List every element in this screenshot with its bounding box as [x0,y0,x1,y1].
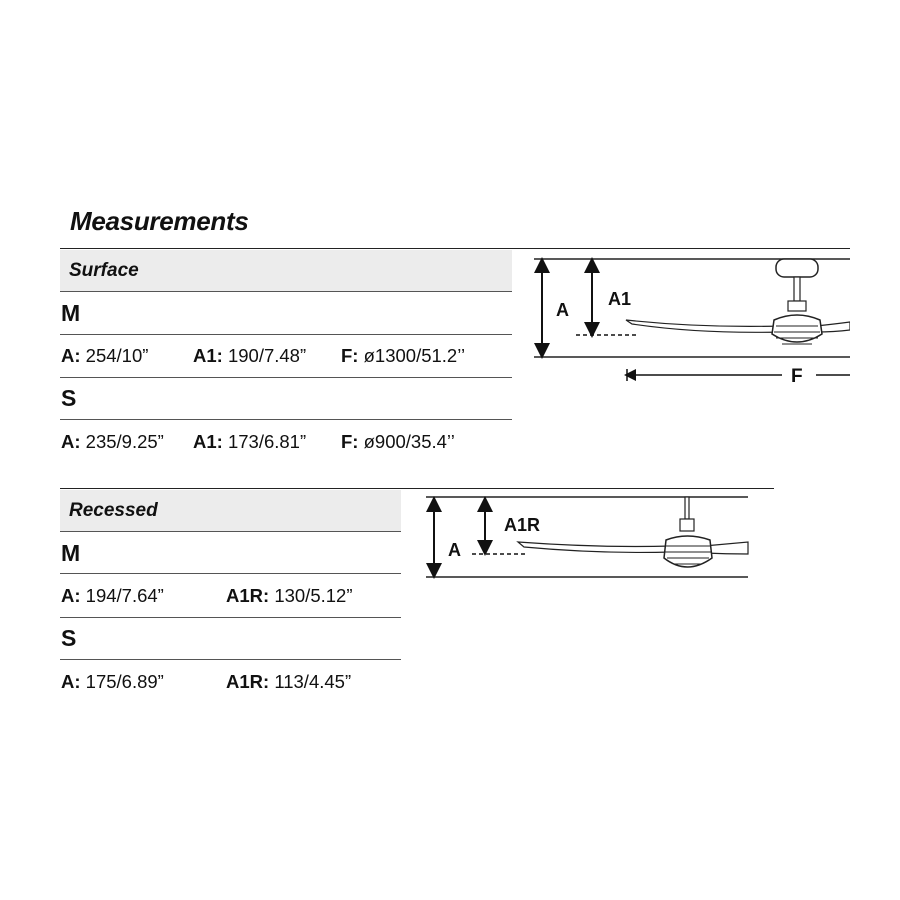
divider [60,573,401,574]
divider [60,291,512,292]
dimension-f-label: F [791,366,803,387]
downrod [684,496,690,520]
recessed-top-rule [60,488,774,489]
a1r-value: 130/5.12” [274,585,353,606]
dimension-a-label: A [556,300,569,320]
f-label: F: [341,345,359,366]
surface-fan-diagram: A A1 F [534,257,850,387]
motor-housing [771,314,823,343]
a1r-value: 113/4.45” [274,671,352,692]
surface-size-m: M [61,300,81,326]
recessed-heading: Recessed [60,490,401,531]
a1-label: A1: [193,345,223,366]
divider [60,617,401,618]
f-label: F: [341,431,359,452]
surface-heading-label: Surface [69,259,139,281]
fan-blade [516,541,673,554]
divider [60,334,512,335]
a1-value: 190/7.48” [227,345,307,366]
divider [60,419,512,420]
canopy [775,258,819,278]
recessed-fan-diagram: A A1R [426,496,749,579]
f-value: ø900/35.4’’ [363,431,455,452]
recessed-size-s: S [61,625,77,651]
a1r-label: A1R: [226,585,270,606]
recessed-size-m: M [61,540,81,566]
a-value: 194/7.64” [85,585,164,606]
surface-heading: Surface [60,250,512,291]
a1r-label: A1R: [226,671,270,692]
dimension-a1r-label: A1R [504,515,540,535]
divider [60,377,512,378]
dimension-a-label: A [448,540,461,560]
divider [60,659,401,660]
a1-value: 173/6.81” [227,431,307,452]
a-label: A: [61,585,81,606]
dimension-a1-label: A1 [608,289,631,309]
a-label: A: [61,671,81,692]
recessed-heading-label: Recessed [69,499,158,521]
page-title: Measurements [70,206,249,236]
fan-blade [703,541,749,555]
a-value: 254/10” [85,345,149,366]
f-value: ø1300/51.2’’ [363,345,466,366]
a-label: A: [61,431,81,452]
downrod [793,276,801,302]
a-label: A: [61,345,81,366]
a-value: 175/6.89” [85,671,164,692]
surface-top-rule [60,248,850,249]
divider [60,531,401,532]
a1-label: A1: [193,431,223,452]
fan-blade [625,319,783,333]
fan-blade [815,321,850,333]
a-value: 235/9.25” [85,431,164,452]
surface-size-s: S [61,385,77,411]
